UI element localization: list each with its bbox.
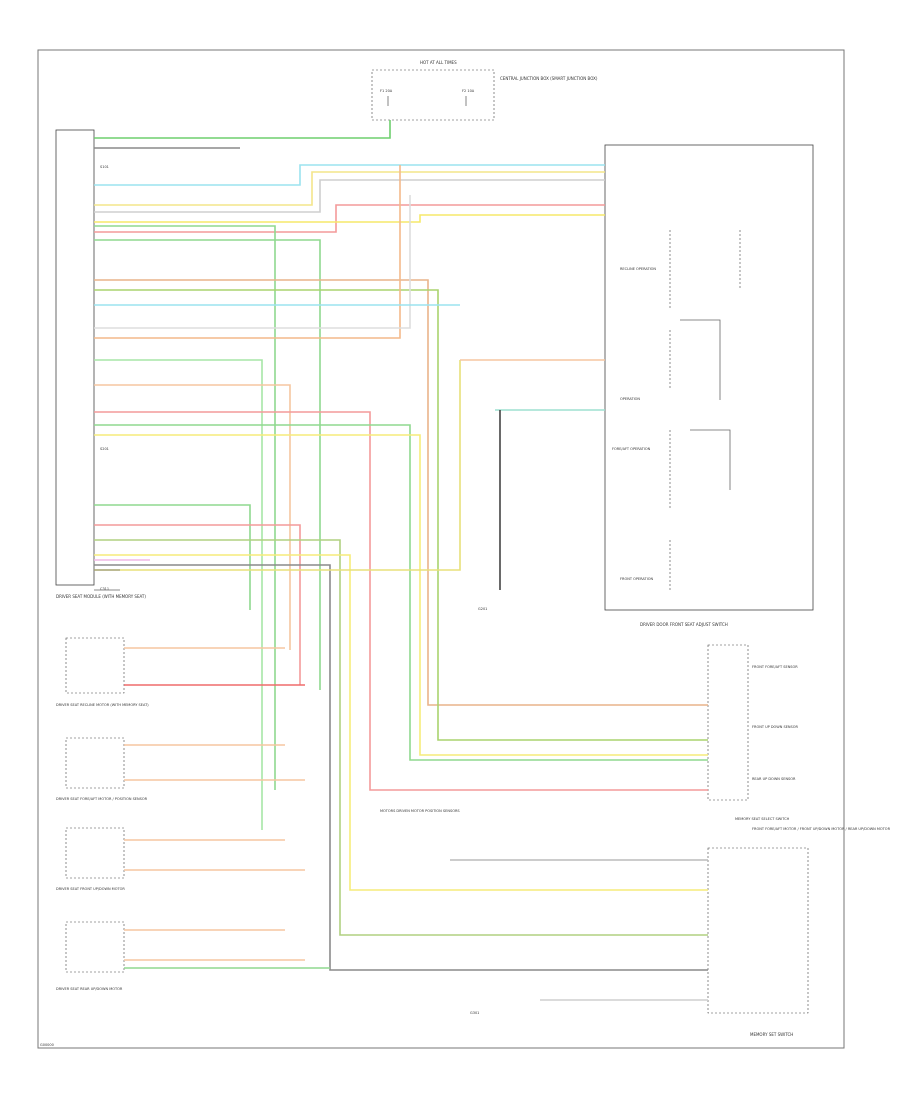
right-switch-label: DRIVER DOOR FRONT SEAT ADJUST SWITCH xyxy=(640,622,728,627)
top-fuse-box: HOT AT ALL TIMES CENTRAL JUNCTION BOX (S… xyxy=(371,60,598,121)
left-motors: DRIVER SEAT RECLINE MOTOR (WITH MEMORY S… xyxy=(56,637,149,991)
rs-section-4: FRONT OPERATION xyxy=(620,577,653,581)
callout: MOTORS DRIVEN MOTOR POSITION SENSORS xyxy=(380,809,460,813)
fuse-f2: F2 10A xyxy=(462,89,475,93)
bottom-left-label: G301 xyxy=(470,1011,479,1015)
memory-switch: MEMORY SET SWITCH MEMORY SEAT SELECT SWI… xyxy=(707,817,809,1037)
mirror-switch: FRONT FORE/AFT SENSOR FRONT UP DOWN SENS… xyxy=(707,644,891,831)
rs-section-2: OPERATION xyxy=(620,397,640,401)
fuse-f1: F1 20A xyxy=(380,89,393,93)
main-module-label: DRIVER SEAT MODULE (WITH MEMORY SEAT) xyxy=(56,594,146,599)
motor-3-label: DRIVER SEAT FRONT UP/DOWN MOTOR xyxy=(56,887,125,891)
splice-bottom: S201 xyxy=(100,447,109,451)
motor-1-label: DRIVER SEAT RECLINE MOTOR (WITH MEMORY S… xyxy=(56,703,149,707)
memory-switch-note: MEMORY SEAT SELECT SWITCH xyxy=(735,817,790,821)
footer-code: G00000 xyxy=(40,1043,54,1047)
main-module: DRIVER SEAT MODULE (WITH MEMORY SEAT) S1… xyxy=(55,129,146,599)
ms-item-1: FRONT FORE/AFT SENSOR xyxy=(752,665,798,669)
module-bottom-label: C311 xyxy=(100,587,109,591)
wires xyxy=(94,120,708,1001)
ms-label: FRONT FORE/AFT MOTOR / FRONT UP/DOWN MOT… xyxy=(752,827,891,831)
ground-label: G201 xyxy=(478,607,487,611)
ms-item-2: FRONT UP DOWN SENSOR xyxy=(752,725,799,729)
motor-2-label: DRIVER SEAT FORE/AFT MOTOR / POSITION SE… xyxy=(56,797,148,801)
outer-frame xyxy=(37,49,845,1049)
motor-4-label: DRIVER SEAT REAR UP/DOWN MOTOR xyxy=(56,987,123,991)
rs-section-3: FORE/AFT OPERATION xyxy=(612,447,651,451)
top-fuse-title: HOT AT ALL TIMES xyxy=(420,60,457,65)
splice-top: S101 xyxy=(100,165,109,169)
ms-item-3: REAR UP DOWN SENSOR xyxy=(752,777,796,781)
right-switch: DRIVER DOOR FRONT SEAT ADJUST SWITCH REC… xyxy=(604,144,814,627)
memory-switch-label: MEMORY SET SWITCH xyxy=(750,1032,793,1037)
top-fuse-label: CENTRAL JUNCTION BOX (SMART JUNCTION BOX… xyxy=(500,76,598,81)
rs-section-1: RECLINE OPERATION xyxy=(620,267,656,271)
